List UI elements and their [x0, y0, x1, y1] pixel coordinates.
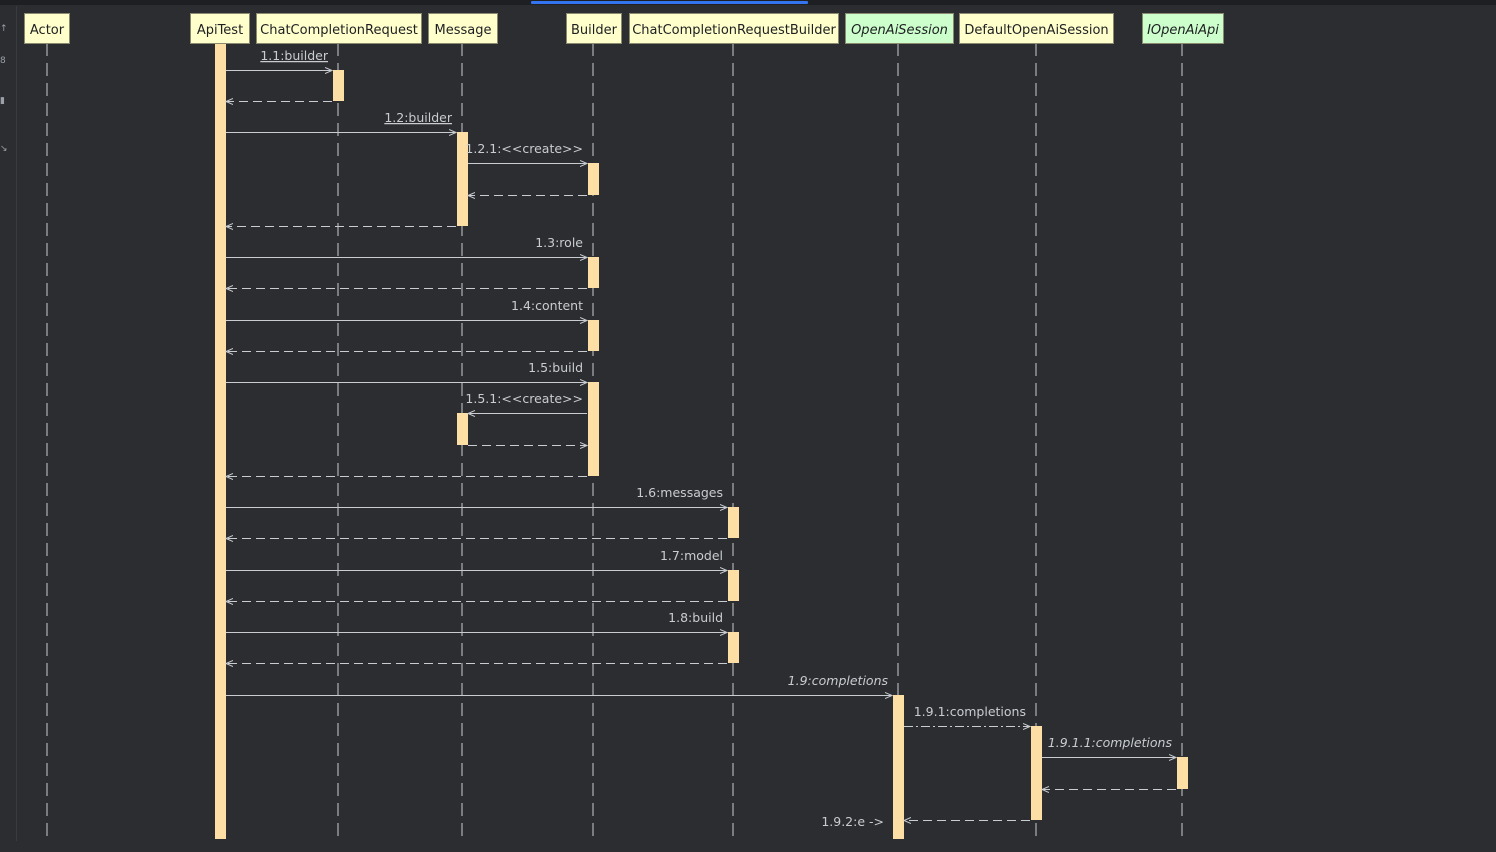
- arrow-up-icon[interactable]: ↑: [0, 24, 8, 34]
- link-icon[interactable]: 8: [0, 56, 6, 66]
- message-1-5-build-label: 1.5:build: [528, 360, 583, 375]
- participant-chat-completion-request-box[interactable]: [256, 13, 422, 44]
- message-1-7-model-label: 1.7:model: [660, 548, 723, 563]
- activation-builder-6[interactable]: [588, 382, 599, 476]
- activation-chat-completion-request-1[interactable]: [333, 70, 344, 101]
- sequence-diagram-canvas: [17, 6, 1496, 841]
- participant-chat-completion-request-builder-box[interactable]: [629, 13, 839, 44]
- participant-chat-completion-request-label: ChatCompletionRequest: [260, 23, 418, 38]
- activation-builder-3[interactable]: [588, 163, 599, 195]
- message-1-4-content-label: 1.4:content: [511, 298, 583, 313]
- diagram-toolbar: ↑ 8 ▮ ↘: [0, 6, 17, 852]
- activation-message-7[interactable]: [457, 413, 468, 445]
- participant-actor-box[interactable]: [24, 13, 70, 44]
- activation-builder-4[interactable]: [588, 257, 599, 288]
- activation-open-ai-session-11[interactable]: [893, 695, 904, 839]
- page-icon[interactable]: ▮: [0, 96, 5, 106]
- message-1-8-build-label: 1.8:build: [668, 610, 723, 625]
- message-1-9-1-1-completions-label: 1.9.1.1:completions: [1048, 735, 1173, 750]
- activation-message-2[interactable]: [457, 132, 468, 226]
- participant-message-label: Message: [435, 23, 492, 38]
- message-1-6-messages-label: 1.6:messages: [636, 485, 723, 500]
- participant-api-test-label: ApiTest: [197, 23, 243, 38]
- participant-actor-label: Actor: [30, 23, 65, 38]
- message-1-5-1-create-label: 1.5.1:<<create>>: [465, 391, 583, 406]
- message-1-9-2-e-label: 1.9.2:e ->: [821, 814, 884, 829]
- activation-builder-5[interactable]: [588, 320, 599, 351]
- editor-tab-strip: [0, 0, 1496, 5]
- active-tab-indicator[interactable]: [531, 1, 808, 4]
- activation-api-test-0[interactable]: [215, 44, 226, 839]
- activation-chat-completion-request-builder-10[interactable]: [728, 632, 739, 663]
- participant-api-test-box[interactable]: [190, 13, 250, 44]
- participant-iopen-ai-api-box[interactable]: [1142, 13, 1224, 44]
- message-1-2-builder-label: 1.2:builder: [384, 110, 453, 125]
- message-1-1-builder-label: 1.1:builder: [260, 48, 329, 63]
- participant-builder-box[interactable]: [566, 13, 622, 44]
- status-strip: [0, 841, 1496, 852]
- participant-message-box[interactable]: [428, 13, 498, 44]
- participant-open-ai-session-label: OpenAiSession: [851, 23, 948, 38]
- message-1-2-1-create-label: 1.2.1:<<create>>: [465, 141, 583, 156]
- participant-iopen-ai-api-label: IOpenAiApi: [1147, 23, 1219, 38]
- activation-chat-completion-request-builder-8[interactable]: [728, 507, 739, 538]
- activation-chat-completion-request-builder-9[interactable]: [728, 570, 739, 601]
- activation-iopen-ai-api-13[interactable]: [1177, 757, 1188, 789]
- participant-default-open-ai-session-box[interactable]: [959, 13, 1114, 44]
- expand-icon[interactable]: ↘: [0, 144, 8, 154]
- participant-chat-completion-request-builder-label: ChatCompletionRequestBuilder: [632, 23, 836, 38]
- participant-open-ai-session-box[interactable]: [845, 13, 954, 44]
- participant-builder-label: Builder: [571, 23, 618, 38]
- message-1-3-role-label: 1.3:role: [535, 235, 583, 250]
- message-1-9-completions-label: 1.9:completions: [788, 673, 889, 688]
- message-1-9-1-completions-label: 1.9.1:completions: [914, 704, 1026, 719]
- activation-default-open-ai-session-12[interactable]: [1031, 726, 1042, 820]
- participant-default-open-ai-session-label: DefaultOpenAiSession: [964, 23, 1108, 38]
